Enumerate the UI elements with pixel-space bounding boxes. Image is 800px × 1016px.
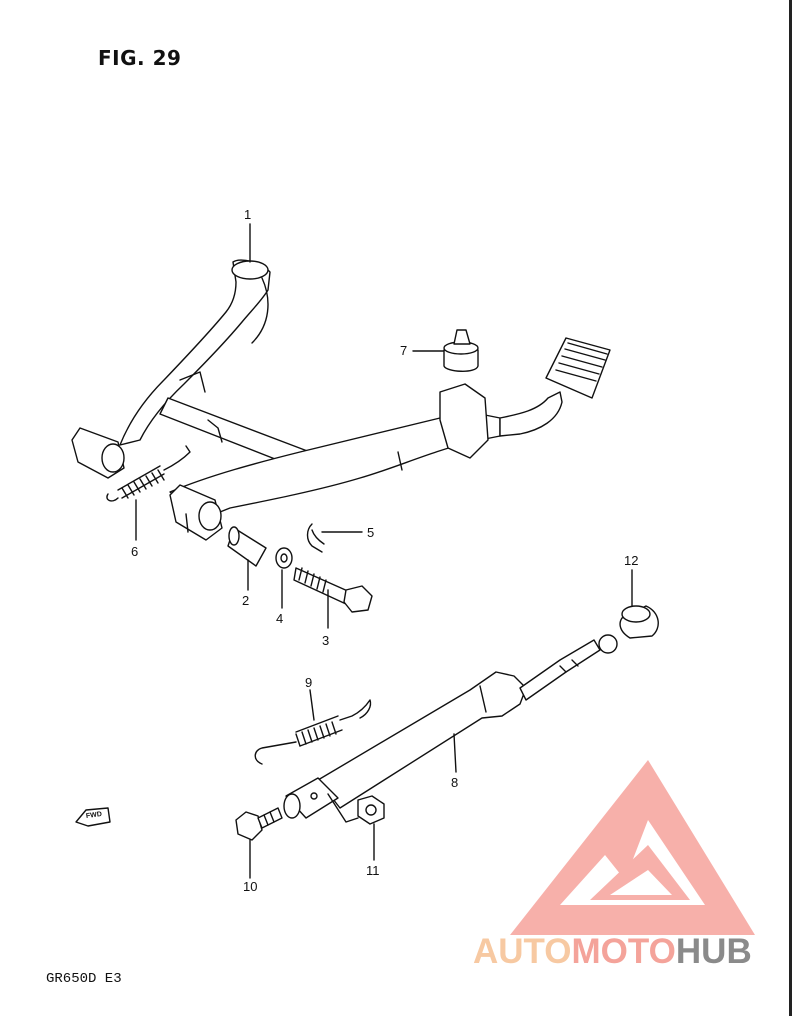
watermark-brand: AUTOMOTOHUB [473, 932, 752, 972]
callout-7: 7 [400, 343, 408, 358]
pivot-bolt [293, 567, 373, 613]
side-stand-rubber [619, 605, 659, 639]
stand-spring [106, 445, 191, 502]
brand-part-moto: MOTO [571, 932, 676, 971]
callout-1: 1 [244, 207, 252, 222]
cotter-clip [306, 523, 325, 553]
callout-3: 3 [322, 633, 330, 648]
pivot-collar [227, 526, 267, 567]
figure-title: FIG. 29 [98, 46, 182, 70]
leader-lines [135, 223, 633, 879]
callout-2: 2 [242, 593, 250, 608]
watermark-logo [510, 760, 755, 935]
callout-11: 11 [366, 863, 380, 878]
pivot-washer [275, 547, 293, 569]
side-stand-bolt [235, 807, 283, 841]
callout-12: 12 [624, 553, 639, 568]
callout-6: 6 [131, 544, 139, 559]
side-stand [283, 634, 618, 823]
side-stand-spring [254, 699, 372, 765]
callout-4: 4 [276, 611, 284, 626]
page-edge [789, 0, 792, 1016]
center-stand-frame [71, 259, 611, 541]
fwd-arrow-icon [75, 807, 111, 827]
callout-8: 8 [451, 775, 459, 790]
brand-part-hub: HUB [675, 932, 752, 971]
callout-5: 5 [367, 525, 375, 540]
model-code: GR650D E3 [46, 971, 122, 987]
brand-part-auto: AUTO [473, 932, 572, 971]
side-stand-nut [357, 795, 385, 825]
callout-10: 10 [243, 879, 258, 894]
callout-9: 9 [305, 675, 313, 690]
rubber-stopper [443, 329, 479, 372]
